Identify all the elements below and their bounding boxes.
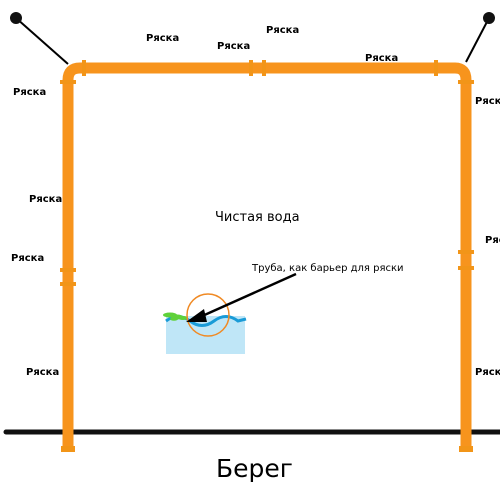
callout-circle (186, 293, 230, 337)
clean-water-label: Чистая вода (215, 210, 300, 225)
callout-arrow (186, 272, 297, 322)
callout-arrow-head (186, 309, 207, 322)
pipe-joint (458, 80, 474, 84)
duckweed-label-left-1: Ряска (13, 87, 46, 98)
duckweed-label-top-2: Ряска (217, 41, 250, 52)
anchor-right (465, 12, 495, 63)
pipe-joint (60, 80, 76, 84)
pipe-joint (434, 60, 438, 76)
pipe-joint (249, 60, 253, 76)
water-fill (166, 316, 245, 354)
pipe-joint (60, 268, 76, 272)
pipe-frame (62, 62, 472, 451)
callout-arrow-line (199, 272, 297, 319)
duckweed-icon (163, 312, 188, 321)
buoy-dot-icon (483, 12, 495, 24)
duckweed-label-right-1: Ряска (475, 96, 500, 107)
duckweed-label-left-2: Ряска (29, 194, 62, 205)
duckweed-label-left-4: Ряска (26, 367, 59, 378)
duckweed-leaf (178, 316, 188, 320)
anchor-rope-right (465, 17, 490, 63)
pipe-joint (60, 282, 76, 286)
duckweed-label-top-3: Ряска (266, 25, 299, 36)
pipe-joint (82, 60, 86, 76)
duckweed-label-left-3: Ряска (11, 253, 44, 264)
pipe-joints (60, 60, 474, 452)
duckweed-label-right-2: Ряска (485, 235, 500, 246)
pipe-callout-label: Труба, как барьер для ряски (251, 263, 404, 274)
pipe-joint (262, 60, 266, 76)
anchor-left (10, 12, 69, 65)
anchor-rope-left (15, 17, 69, 65)
duckweed-label-top-4: Ряска (365, 53, 398, 64)
pipe-joint (458, 250, 474, 254)
pipe-left-leg (62, 62, 472, 451)
duckweed-label-top-1: Ряска (146, 33, 179, 44)
shore-label: Берег (216, 454, 293, 483)
duckweed-label-right-3: Ряска (475, 367, 500, 378)
duckweed-labels: Ряска Ряска Ряска Ряска Ряска Ряска Ряск… (11, 25, 500, 378)
pipe-joint (61, 446, 75, 452)
duckweed-leaf (170, 317, 178, 321)
pipe-joint (458, 266, 474, 270)
buoy-dot-icon (10, 12, 22, 24)
pipe-joint (459, 446, 473, 452)
